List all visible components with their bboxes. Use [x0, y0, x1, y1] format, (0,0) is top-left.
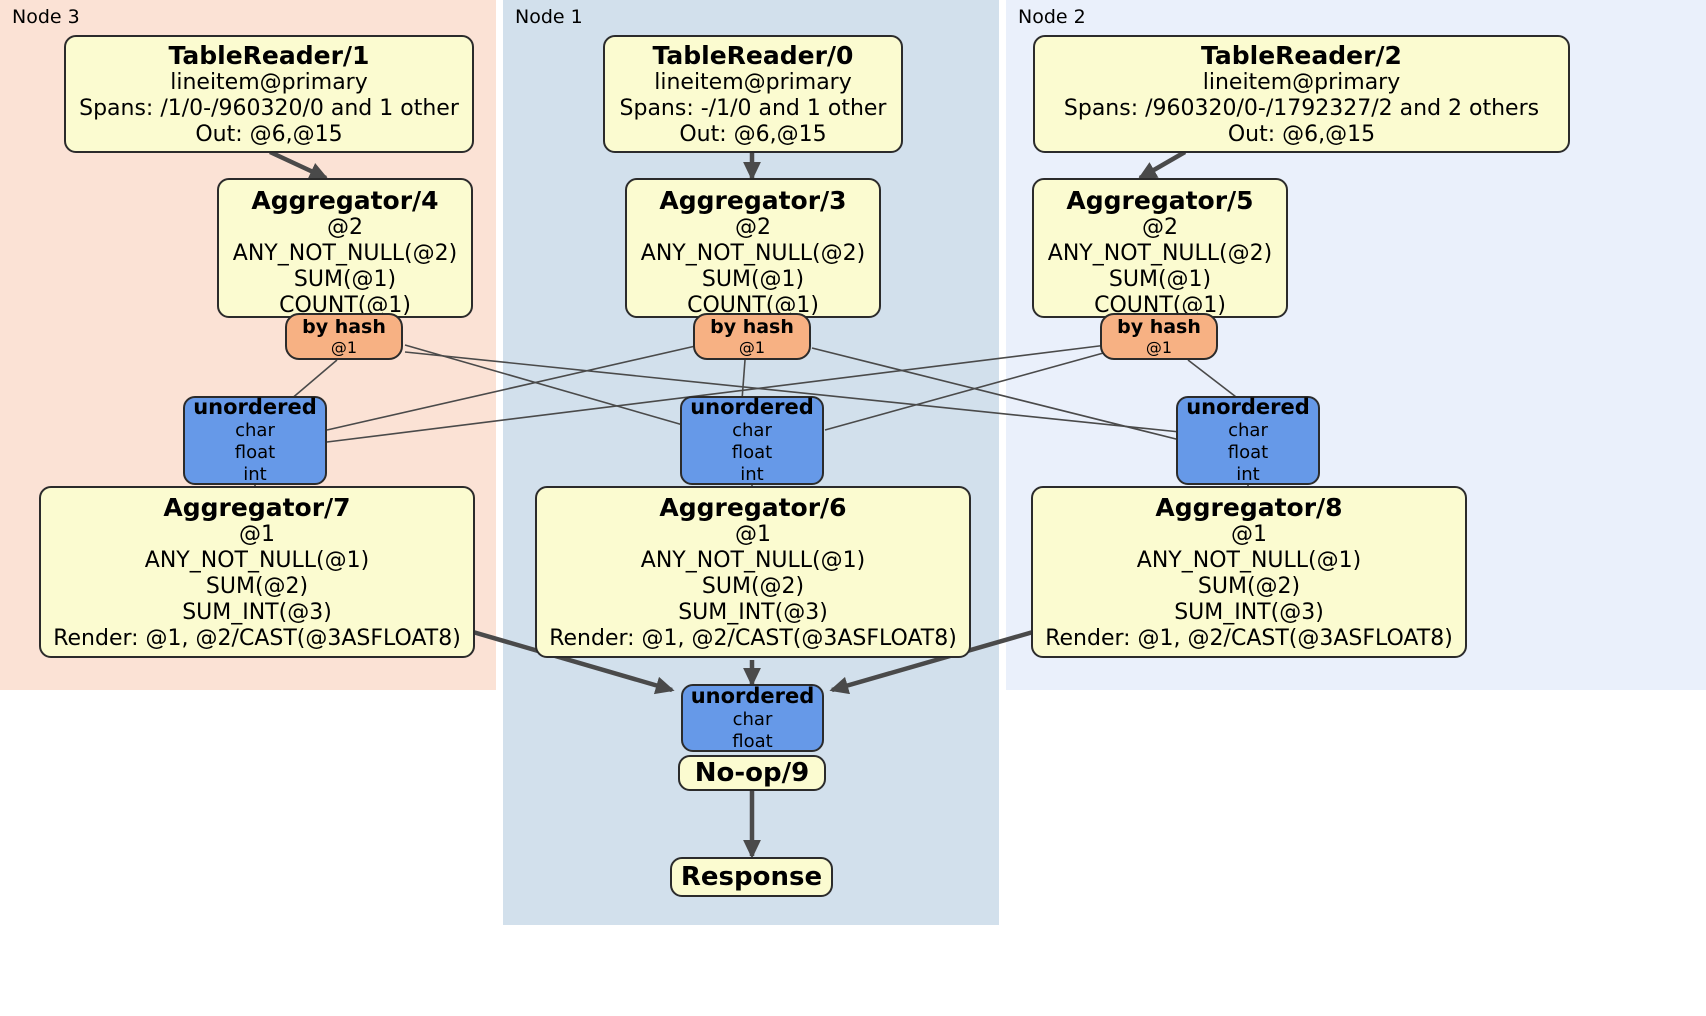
processor-title: TableReader/0: [652, 40, 854, 70]
processor-title: TableReader/2: [1201, 40, 1402, 70]
processor-spans: Spans: -/1/0 and 1 other: [619, 95, 887, 121]
processor-out: Out: @6,@15: [679, 121, 827, 147]
synchronizer-type-1: float: [732, 730, 773, 752]
processor-box-tablereader-0[interactable]: TableReader/0 lineitem@primary Spans: -/…: [603, 35, 903, 153]
synchronizer-type-2: int: [243, 464, 267, 485]
synchronizer-title: unordered: [690, 683, 815, 708]
processor-title: Aggregator/4: [251, 186, 439, 215]
processor-box-tablereader-1[interactable]: TableReader/1 lineitem@primary Spans: /1…: [64, 35, 474, 153]
processor-title: Aggregator/6: [659, 492, 847, 522]
synchronizer-type-0: char: [1228, 420, 1268, 441]
synchronizer-title: unordered: [690, 395, 814, 419]
processor-box-aggregator-4[interactable]: Aggregator/4 @2 ANY_NOT_NULL(@2) SUM(@1)…: [217, 178, 473, 318]
processor-title: Aggregator/8: [1155, 492, 1343, 522]
processor-box-aggregator-6[interactable]: Aggregator/6 @1 ANY_NOT_NULL(@1) SUM(@2)…: [535, 486, 971, 658]
synchronizer-box-unordered-final[interactable]: unordered char float: [681, 684, 824, 752]
router-column: @1: [330, 337, 358, 357]
processor-agg-0: ANY_NOT_NULL(@2): [1047, 241, 1273, 266]
processor-group: @2: [1142, 215, 1178, 240]
synchronizer-type-1: float: [234, 442, 276, 463]
processor-agg-0: ANY_NOT_NULL(@1): [144, 547, 370, 573]
processor-title: TableReader/1: [168, 40, 370, 70]
processor-box-noop-9[interactable]: No-op/9: [678, 755, 826, 791]
processor-title: Aggregator/5: [1066, 186, 1254, 215]
processor-table: lineitem@primary: [654, 69, 852, 95]
synchronizer-type-2: int: [740, 464, 764, 485]
processor-render: Render: @1, @2/CAST(@3ASFLOAT8): [1045, 625, 1453, 651]
synchronizer-title: unordered: [1186, 395, 1310, 419]
synchronizer-type-1: float: [731, 442, 773, 463]
router-column: @1: [738, 337, 766, 357]
processor-box-aggregator-8[interactable]: Aggregator/8 @1 ANY_NOT_NULL(@1) SUM(@2)…: [1031, 486, 1467, 658]
processor-table: lineitem@primary: [1202, 69, 1401, 95]
processor-box-response[interactable]: Response: [670, 857, 833, 897]
synchronizer-box-unordered-left[interactable]: unordered char float int: [183, 395, 327, 485]
processor-agg-0: ANY_NOT_NULL(@1): [640, 547, 866, 573]
processor-title: Aggregator/3: [659, 186, 847, 215]
processor-agg-2: SUM_INT(@3): [1174, 599, 1324, 625]
processor-agg-0: ANY_NOT_NULL(@2): [232, 241, 458, 266]
router-column: @1: [1145, 337, 1173, 357]
router-box-by-hash-left[interactable]: by hash @1: [285, 313, 403, 360]
processor-render: Render: @1, @2/CAST(@3ASFLOAT8): [53, 625, 461, 651]
processor-agg-1: SUM(@2): [205, 573, 309, 599]
synchronizer-box-unordered-right[interactable]: unordered char float int: [1176, 395, 1320, 485]
processor-agg-1: SUM(@2): [701, 573, 805, 599]
processor-box-aggregator-3[interactable]: Aggregator/3 @2 ANY_NOT_NULL(@2) SUM(@1)…: [625, 178, 881, 318]
node-region-label-node1: Node 1: [515, 6, 583, 28]
processor-box-aggregator-7[interactable]: Aggregator/7 @1 ANY_NOT_NULL(@1) SUM(@2)…: [39, 486, 475, 658]
processor-out: Out: @6,@15: [195, 121, 343, 147]
processor-agg-1: SUM(@2): [1197, 573, 1301, 599]
router-title: by hash: [302, 315, 386, 338]
processor-spans: Spans: /960320/0-/1792327/2 and 2 others: [1063, 95, 1540, 121]
router-title: by hash: [1117, 315, 1201, 338]
processor-group: @2: [327, 215, 363, 240]
processor-render: Render: @1, @2/CAST(@3ASFLOAT8): [549, 625, 957, 651]
processor-group: @1: [239, 521, 275, 547]
processor-box-tablereader-2[interactable]: TableReader/2 lineitem@primary Spans: /9…: [1033, 35, 1570, 153]
processor-group: @1: [1231, 521, 1267, 547]
processor-agg-1: SUM(@1): [1108, 267, 1212, 292]
synchronizer-type-0: char: [235, 420, 275, 441]
synchronizer-title: unordered: [193, 395, 317, 419]
synchronizer-type-0: char: [732, 708, 773, 730]
processor-box-aggregator-5[interactable]: Aggregator/5 @2 ANY_NOT_NULL(@2) SUM(@1)…: [1032, 178, 1288, 318]
node-region-label-node3: Node 3: [12, 6, 80, 28]
processor-agg-1: SUM(@1): [293, 267, 397, 292]
node-region-label-node2: Node 2: [1018, 6, 1086, 28]
processor-agg-2: SUM_INT(@3): [678, 599, 828, 625]
router-title: by hash: [710, 315, 794, 338]
synchronizer-type-2: int: [1236, 464, 1260, 485]
processor-group: @1: [735, 521, 771, 547]
processor-spans: Spans: /1/0-/960320/0 and 1 other: [79, 95, 459, 121]
synchronizer-type-0: char: [732, 420, 772, 441]
synchronizer-box-unordered-mid[interactable]: unordered char float int: [680, 395, 824, 485]
processor-agg-0: ANY_NOT_NULL(@1): [1136, 547, 1362, 573]
processor-title: Response: [680, 861, 823, 892]
processor-table: lineitem@primary: [170, 69, 368, 95]
router-box-by-hash-right[interactable]: by hash @1: [1100, 313, 1218, 360]
synchronizer-type-1: float: [1227, 442, 1269, 463]
processor-agg-0: ANY_NOT_NULL(@2): [640, 241, 866, 266]
processor-group: @2: [735, 215, 771, 240]
processor-out: Out: @6,@15: [1227, 121, 1376, 147]
processor-agg-2: SUM_INT(@3): [182, 599, 332, 625]
processor-title: No-op/9: [694, 757, 810, 788]
router-box-by-hash-mid[interactable]: by hash @1: [693, 313, 811, 360]
processor-title: Aggregator/7: [163, 492, 351, 522]
processor-agg-1: SUM(@1): [701, 267, 805, 292]
